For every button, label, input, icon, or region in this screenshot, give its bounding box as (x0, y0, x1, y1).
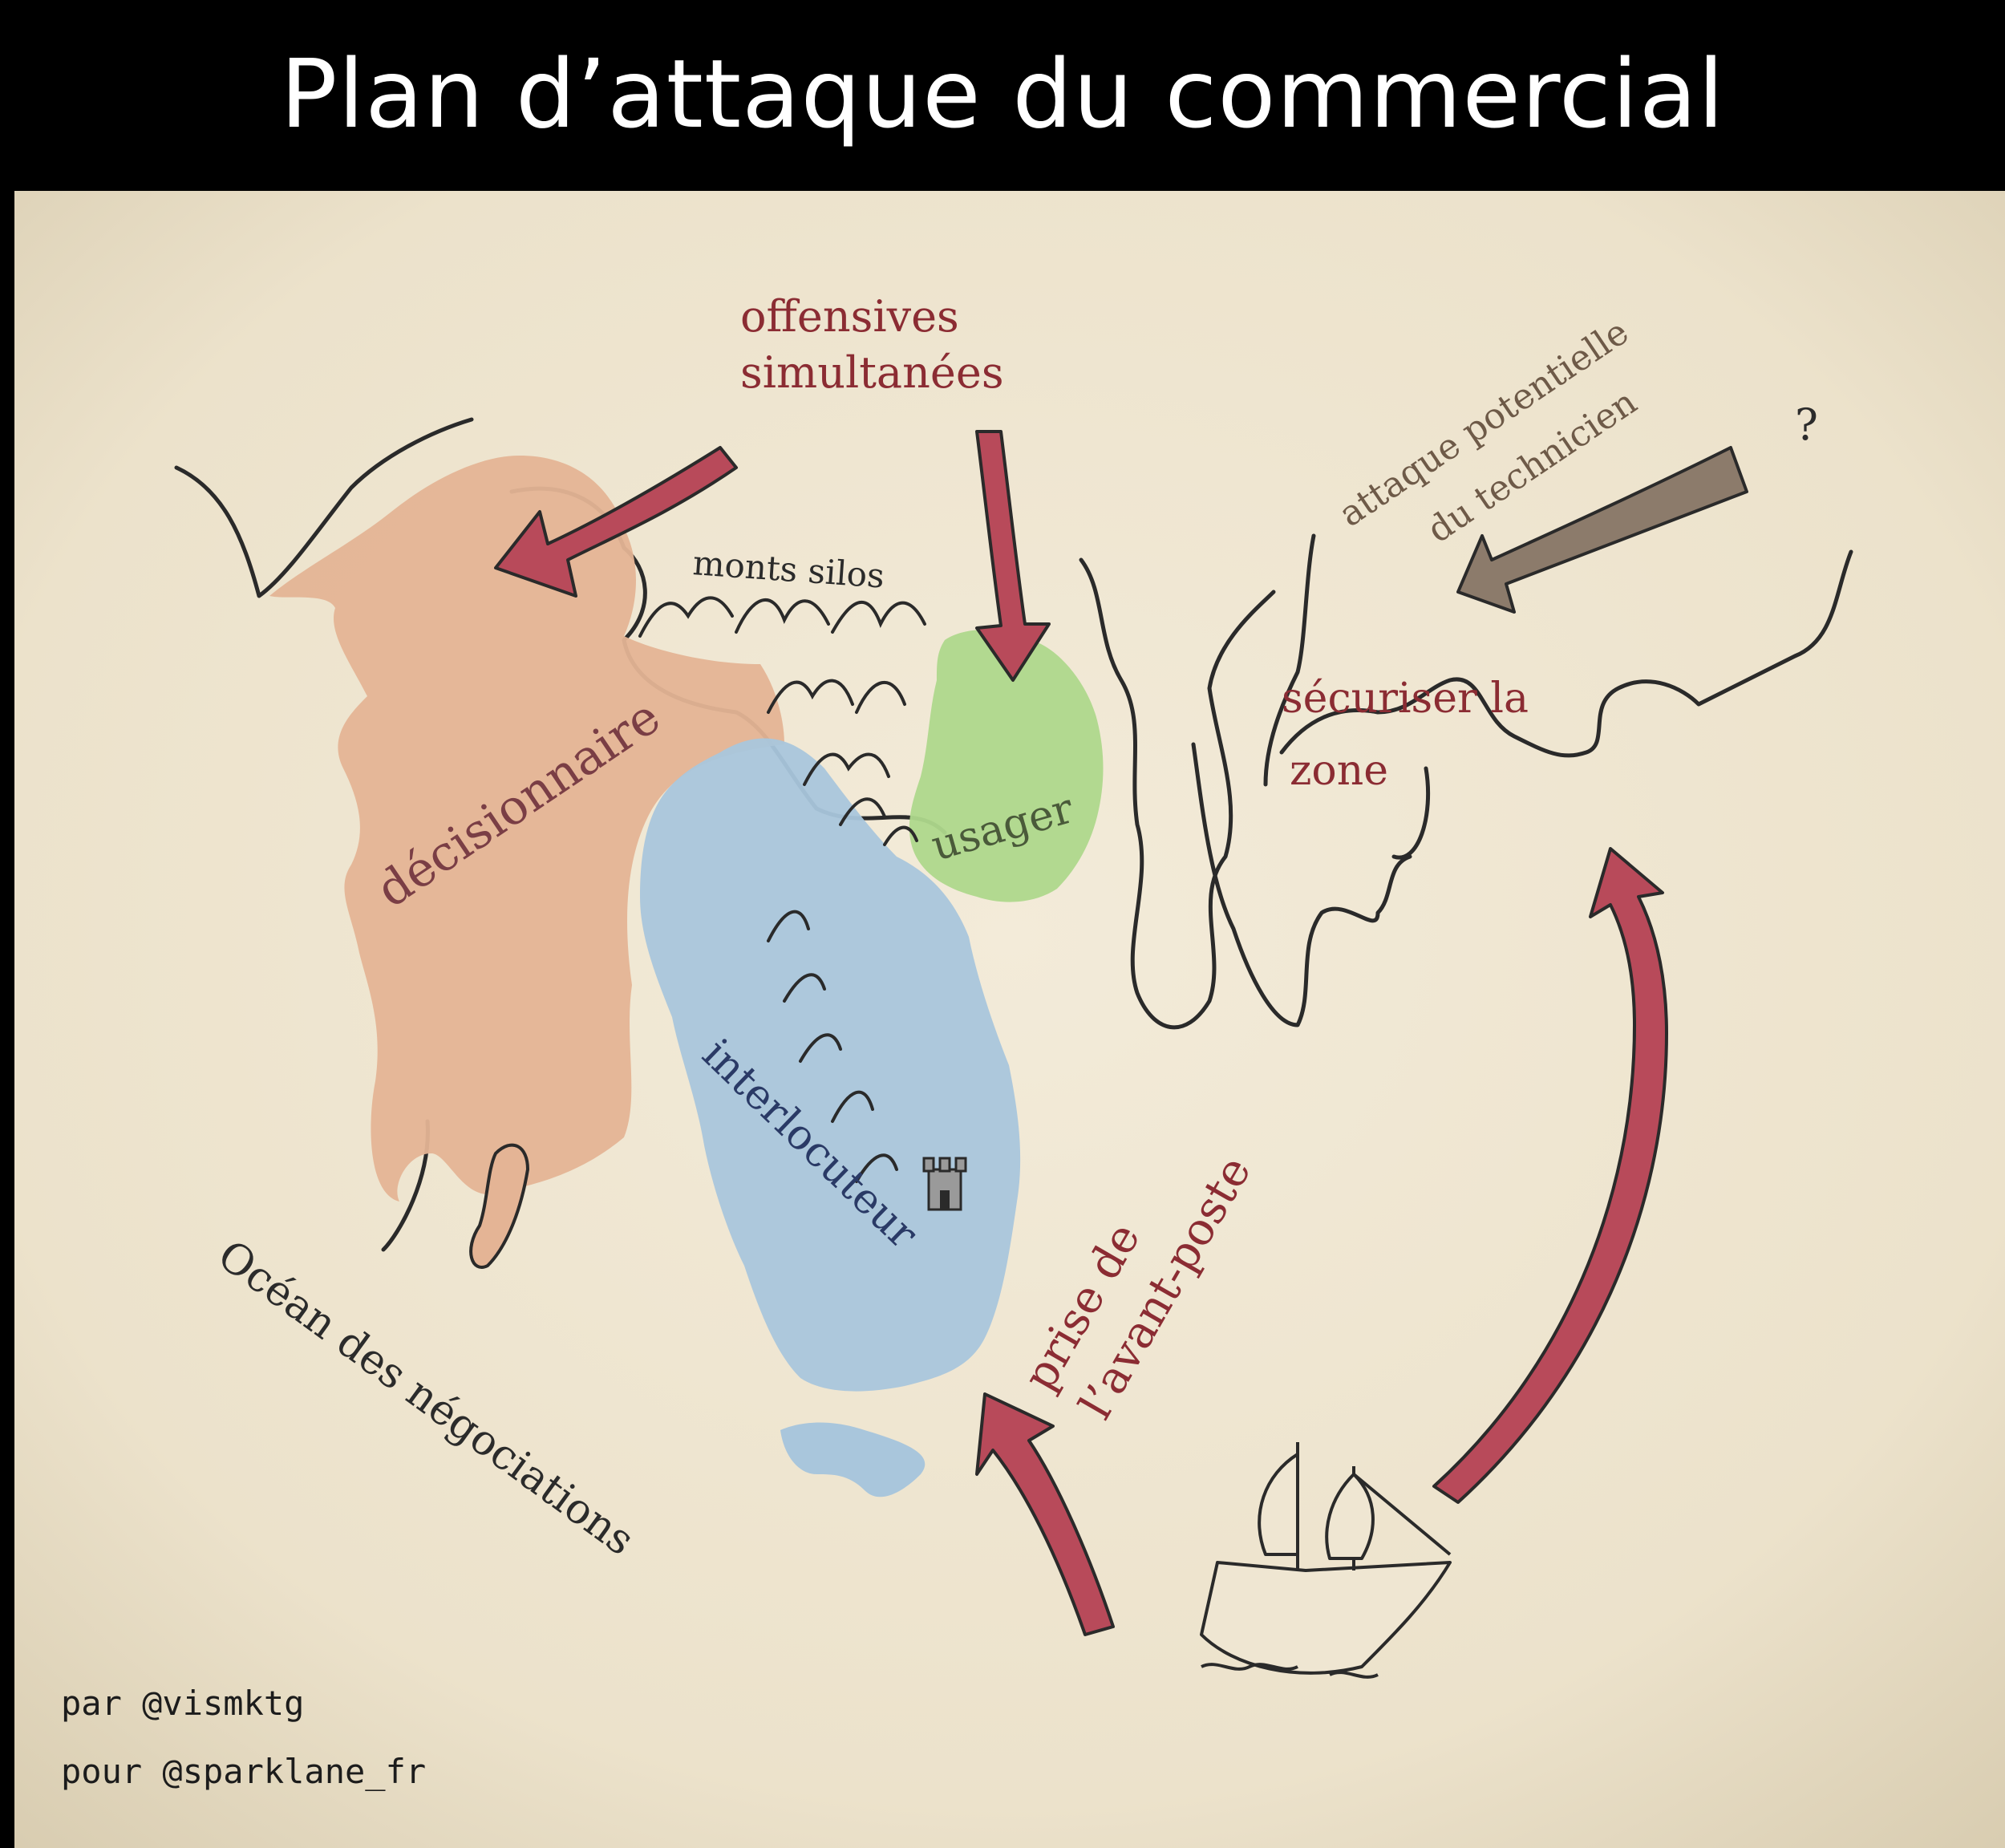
map-svg: monts silos offensives simultanées attaq… (14, 191, 2005, 1848)
castle-icon (922, 1157, 967, 1211)
label-question: ? (1795, 399, 1818, 450)
mountain-icon (831, 600, 926, 634)
mountain-icon (638, 596, 734, 638)
ship-icon (1200, 1442, 1452, 1679)
label-offensives: offensives (740, 291, 959, 342)
region-decisionnaire (269, 456, 784, 1202)
coast-right-2 (1191, 742, 1412, 1027)
arrow-securiser (1432, 847, 1668, 1504)
region-usager (909, 630, 1104, 902)
label-simultanees: simultanées (740, 347, 1004, 398)
mountain-icon (839, 797, 886, 826)
mountain-icon (831, 1090, 874, 1123)
mountain-icon (803, 752, 890, 786)
arrow-to-usager (975, 430, 1051, 682)
mountain-icon (883, 825, 918, 846)
title-bar: Plan d’attaque du commercial (0, 0, 2005, 191)
arrow-to-decisionnaire (494, 446, 738, 598)
coast-right-1 (1079, 557, 1276, 1030)
page-title: Plan d’attaque du commercial (280, 38, 1725, 149)
coast-top-left (174, 417, 474, 598)
coast-inlet (1391, 766, 1431, 860)
mountain-icon (799, 1033, 842, 1063)
parchment-background (14, 191, 2005, 1848)
mountain-icon (767, 679, 854, 714)
mountain-icon (735, 598, 830, 634)
arrow-technicien (1456, 446, 1748, 614)
mountain-icon (855, 1153, 898, 1183)
coast-far-right (1279, 549, 1853, 758)
region-interlocuteur (640, 738, 1021, 1392)
mountain-icon (783, 973, 826, 1003)
coast-right-3 (1263, 533, 1316, 787)
map-area: monts silos offensives simultanées attaq… (14, 191, 2005, 1848)
label-securiser: sécuriser la (1282, 675, 1529, 723)
mountain-icon (767, 910, 810, 942)
mountains (638, 596, 926, 1183)
credit-pour: pour @sparklane_fr (61, 1752, 426, 1791)
label-zone: zone (1290, 747, 1388, 795)
region-decisionnaire-island (469, 1143, 530, 1269)
attack-arrows (494, 430, 1668, 1636)
region-interlocuteur-island (780, 1422, 926, 1497)
mountain-icon (855, 680, 906, 714)
arrow-avant-poste (975, 1392, 1115, 1636)
credit-par: par @vismktg (61, 1684, 304, 1723)
